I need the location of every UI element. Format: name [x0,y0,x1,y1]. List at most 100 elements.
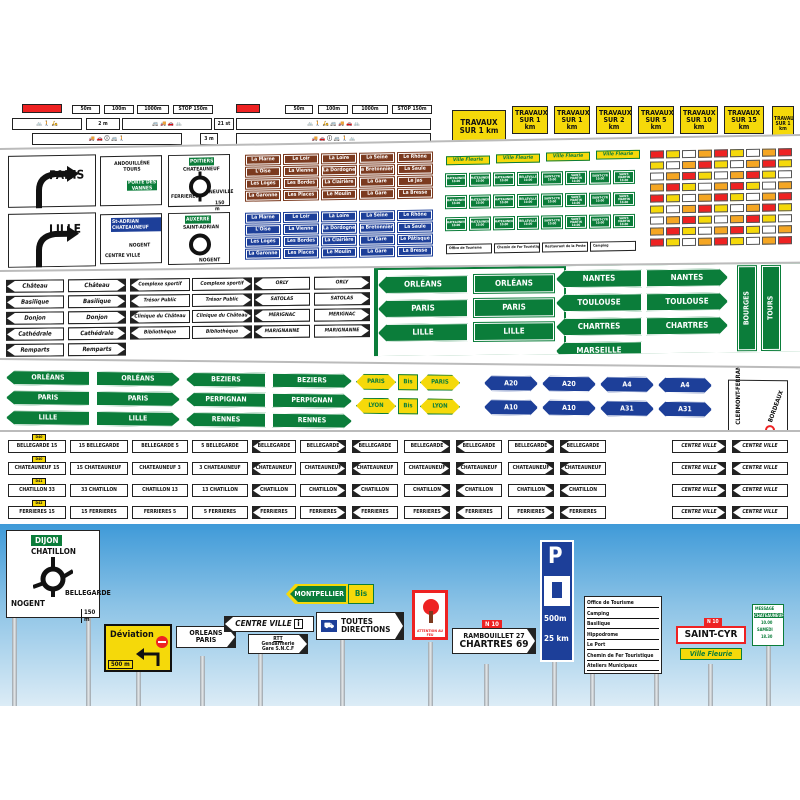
location-arrow-face: FERRIERES 5 [144,510,176,515]
green-direction-sign-text: LILLE [503,326,525,336]
attraction-sign-text: Remparts [82,345,112,353]
attraction-sign-text: ORLY [275,279,289,287]
attraction-sign: Bibliothèque [130,326,190,340]
attraction-sign: Château [68,278,126,293]
motorway-number-sign: A10 [542,400,596,417]
location-arrow-text: CHATEAUNEUF [356,465,394,471]
location-arrow-text: 13 CHATILLON [202,487,238,493]
motorway-number-sign-text: A4 [622,380,632,389]
location-arrow-text: BELLEGARDE [462,443,496,449]
road-number-chip [762,236,776,245]
green-event-sign: CHATEAUNEUF 10.00 [446,195,466,209]
centre-ville-text: CENTRE VILLE [235,619,292,628]
band-warning-plates: 50m 100m 1000m STOP 150m 🚲 🚶 🛵 2 m 🚐 🚚 🚗… [0,100,800,148]
vertical-sign-bourges: BOURGES [738,266,756,351]
sky-scene: DIJON CHATILLON NOGENT BELLEGARDE 150 m … [0,524,800,706]
ville-fleurie-sign-text: Ville Fleurie [602,150,634,158]
green-direction-sign: BEZIERS [186,372,266,388]
brown-town-sign: Les Places [284,190,318,201]
bis-route-sign: PARIS [420,374,460,390]
location-arrow-sign: 33 CHATILLON [70,484,128,497]
road-number-chip [650,150,664,159]
green-direction-sign: PARIS [96,391,180,407]
sign-pole [12,610,17,706]
green-direction-sign-text: RENNES [211,415,241,424]
location-arrow-text: BELLEGARDE 5 [141,443,179,449]
blue-town-sign-text: La Vienne [288,225,314,232]
blue-town-sign-text: La Loire [328,212,350,220]
location-arrow-sign: CHATILLON 33 [8,484,66,497]
location-arrow-face: 15 BELLEGARDE [79,444,120,449]
roundabout-dest: NOGENT [11,599,45,608]
green-direction-sign: MARSEILLE [556,341,642,360]
green-event-sign-text: CHATEAUNEUF 10.00 [494,197,514,205]
green-direction-sign-text: TOULOUSE [577,297,621,307]
location-arrow-sign: FERRIERES [352,506,398,519]
attraction-sign-face: Cathédrale [69,328,125,340]
attraction-sign: Basilique [68,294,126,309]
road-number-chip [762,214,776,223]
event-text: MESSAGE [755,606,775,611]
green-direction-sign: CHARTRES [556,317,642,336]
blue-town-sign: Le Loir [284,212,318,223]
road-number-chip [714,237,728,246]
distance-plate-7: 1000m [352,105,388,114]
attraction-sign-face: Trésor Public [131,295,189,307]
green-direction-sign-text: ORLÉANS [31,373,65,382]
road-number-chip [650,227,664,236]
tourism-list-sign: Restaurant de la Poste [542,241,588,253]
road-number-chip [698,160,712,169]
sign-pole [86,610,91,706]
motorway-number-sign-text: A20 [504,378,518,387]
departmental-road-badge: D41 [32,478,46,485]
location-arrow-sign: CHATEAUNEUF [404,462,450,475]
attraction-sign-face: Clinique du Château [193,310,251,322]
road-number-chip [682,171,696,181]
paris-label: PARIS [49,167,85,183]
green-event-sign: BELLEVILLE 10.00 [518,172,538,185]
location-arrow-sign: 15 BELLEGARDE [70,440,128,453]
attraction-sign: Donjon [68,310,126,325]
car-icon: ⛟ [321,620,337,632]
green-direction-sign-text: NANTES [670,272,704,282]
location-arrow-sign: BELLEGARDE 15 [8,440,66,453]
location-arrow-sign: FERRIERES [252,506,296,519]
bis-route-sign-text: Bis [403,402,413,410]
green-event-sign-text: CHATEAUNEUF 10.00 [494,219,514,227]
location-arrow-text: FERRIERES 15 [19,509,55,515]
distance-text: 1000m [144,106,162,112]
location-arrow-text: FERRIERES [517,509,545,515]
panel-text: 150 m [215,200,225,213]
location-arrow-face: BELLEGARDE 15 [17,444,58,449]
motorway-number-sign: A4 [600,376,654,393]
travaux-sign-2: TRAVAUX SUR 1 km [512,106,548,134]
brown-town-sign-text: Le Jas [407,177,423,184]
tourism-list-text: Camping [587,610,610,617]
green-event-sign: SAINT-CYR 10.00 [590,193,610,206]
distance-plate-b2: 21 st [214,118,234,130]
green-event-sign-text: CHATEAUNEUF 10.00 [494,175,514,183]
location-arrow-text: CHATEAUNEUF [460,465,498,471]
travaux-text: TRAVAUX SUR 1 km [774,115,794,132]
fuel-icon [544,576,570,606]
location-arrow-text: 33 CHATILLON [81,487,117,493]
road-number-chip [746,159,760,168]
location-arrow-sign: 13 CHATILLON [192,484,248,497]
attraction-sign: MARIGNANNE [314,324,370,338]
brown-town-sign: Le Moulin [322,189,356,200]
brown-town-sign-text: La Garonne [248,192,278,199]
attraction-sign-face: ORLY [255,278,309,290]
brown-town-sign-text: Le Loir [292,155,310,162]
location-arrow-text: CHATEAUNEUF [408,465,446,471]
location-arrow-face: 15 FERRIERES [81,510,116,515]
green-direction-sign: NANTES [556,269,642,288]
location-arrow-text: BELLEGARDE [257,443,291,449]
bis-text: Bis [354,589,368,598]
location-arrow-text: CHATILLON [516,487,546,493]
blue-town-sign: Les Places [284,248,318,259]
saint-cyr-text: SAINT-CYR [684,629,738,640]
location-arrow-sign: FERRIERES [456,506,502,519]
tourism-list-text: Hippodrome [587,631,619,638]
vertical-sign-text: TOURS [766,295,775,321]
